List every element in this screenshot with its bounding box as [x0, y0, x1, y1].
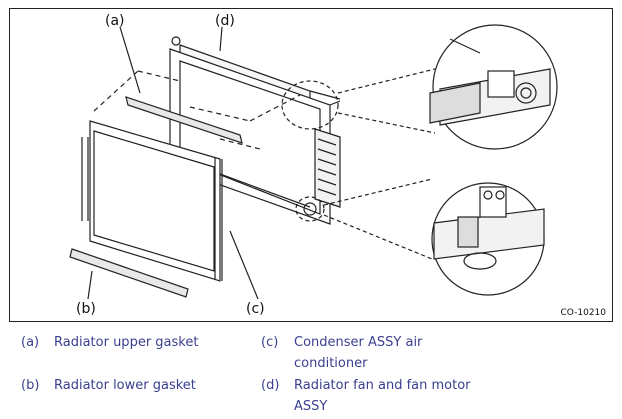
legend-letter: (b): [21, 378, 40, 393]
legend-letter: (d): [261, 378, 280, 393]
legend-letter: (c): [261, 335, 279, 350]
legend-description: Condenser ASSY air: [294, 335, 423, 350]
legend-item-a: (a) Radiator upper gasket: [21, 332, 251, 354]
detail-marker-upper: [281, 80, 339, 130]
legend-description: Radiator upper gasket: [54, 335, 199, 350]
legend-description: Radiator fan and fan motor: [294, 378, 471, 393]
callout-b: (b): [76, 301, 96, 317]
legend-description: Radiator lower gasket: [54, 378, 196, 393]
alignment-lines: [93, 70, 301, 150]
legend-item-b: (b) Radiator lower gasket: [21, 375, 251, 397]
upper-gasket-drawing: [125, 96, 243, 144]
legend-letter: (a): [21, 335, 40, 350]
leader-lines: [87, 26, 259, 300]
callout-a: (a): [105, 13, 125, 29]
callout-c: (c): [246, 301, 265, 317]
legend-description-continued: ASSY: [294, 399, 328, 414]
condenser-drawing: [81, 120, 223, 282]
detail-marker-lower: [295, 196, 325, 222]
detail-view-lower: [431, 182, 545, 296]
figure-id: CO-10210: [560, 308, 607, 318]
legend-item-c: (c) Condenser ASSY air conditioner: [261, 332, 501, 374]
lower-gasket-drawing: [69, 248, 189, 298]
detail-view-upper: [429, 24, 558, 150]
figure-frame: (a) (d) (b) (c) CO-10210: [9, 8, 613, 322]
callout-d: (d): [215, 13, 235, 29]
exploded-view-illustration: [69, 24, 558, 300]
legend-item-d: (d) Radiator fan and fan motor ASSY: [261, 375, 501, 417]
legend-description-continued: conditioner: [294, 356, 368, 371]
